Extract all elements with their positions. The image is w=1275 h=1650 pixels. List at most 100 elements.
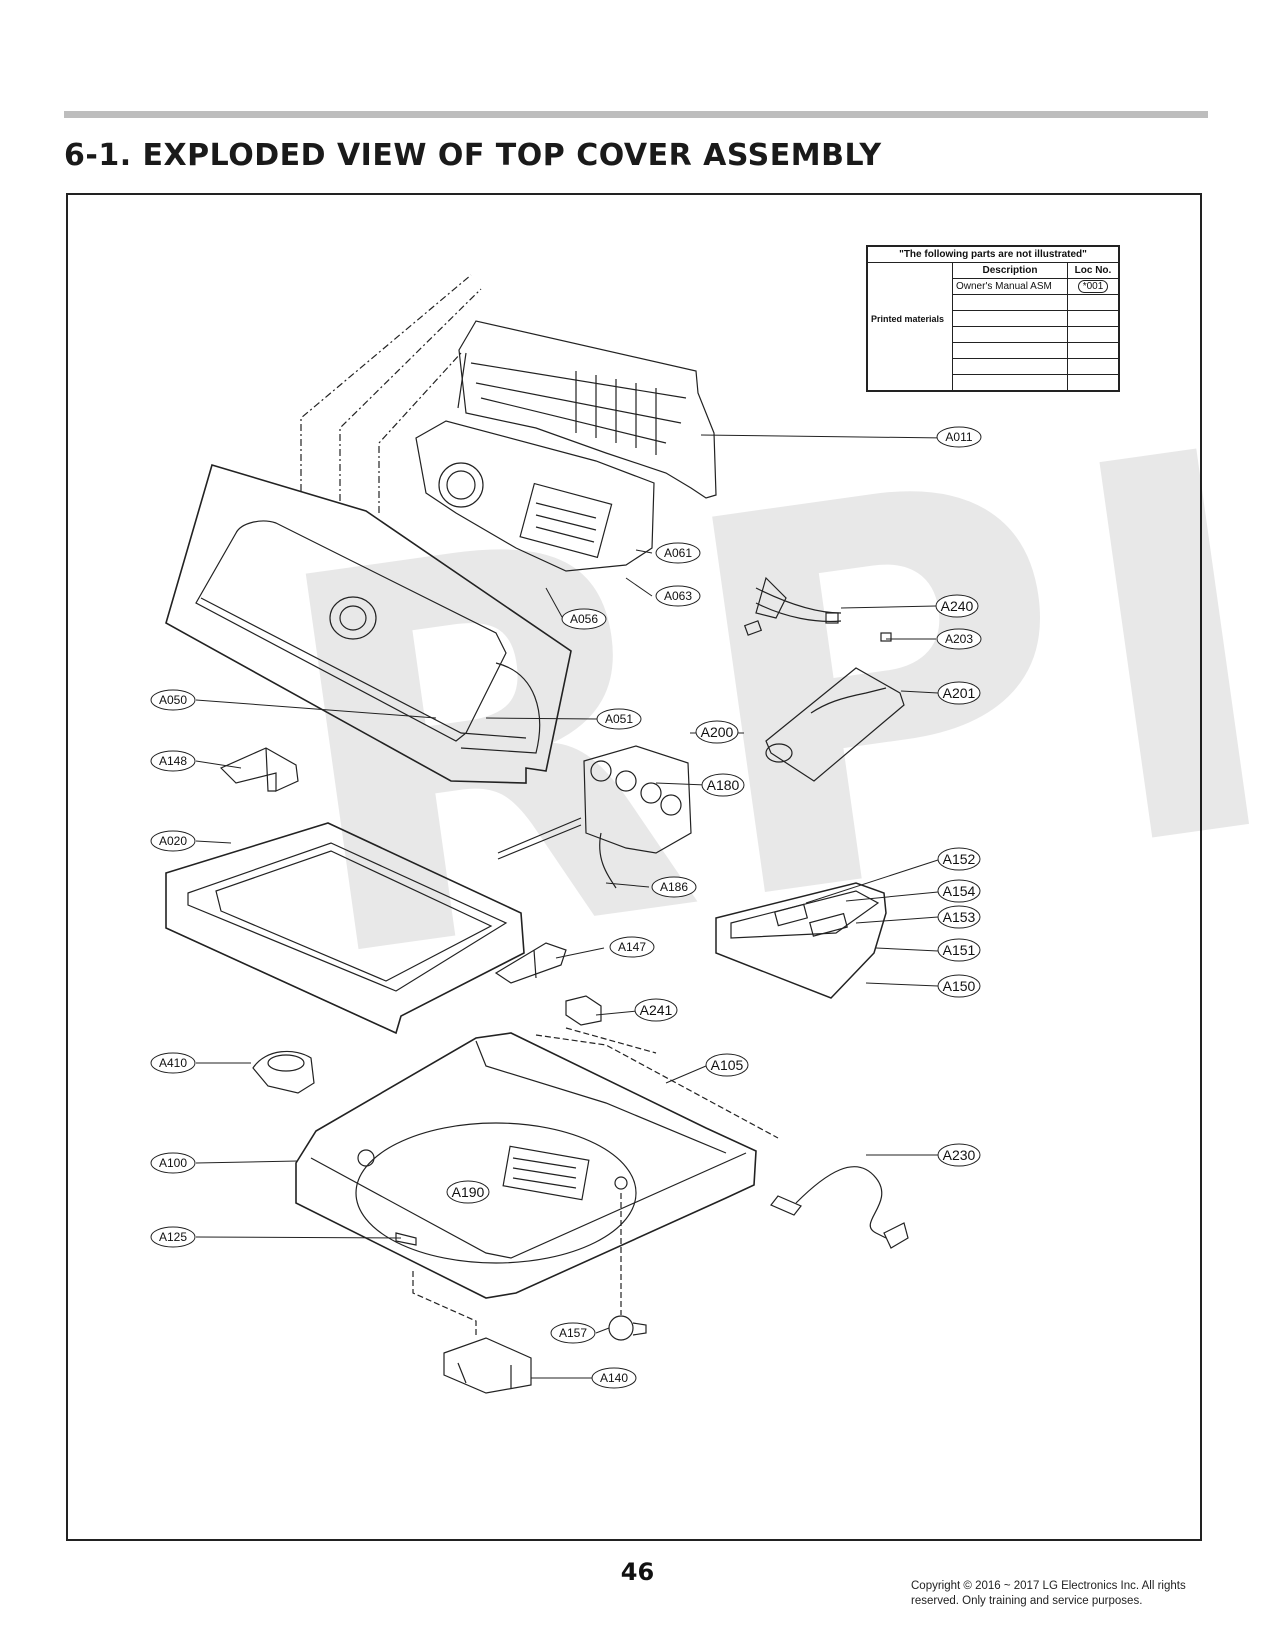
table-cell xyxy=(866,374,953,392)
table-cell xyxy=(952,310,1068,327)
callout-A125: A125 xyxy=(150,1226,196,1248)
drain-cap-part xyxy=(608,1193,647,1341)
not-illustrated-table: "The following parts are not illustrated… xyxy=(866,245,1120,392)
table-cell xyxy=(866,326,953,343)
callout-text: A201 xyxy=(943,685,976,701)
table-cell xyxy=(866,262,953,279)
exploded-view-diagram: A011 A061 A063 A056 A240 A203 A201 A200 … xyxy=(150,274,982,1394)
callout-A154: A154 xyxy=(937,879,981,903)
callout-A050: A050 xyxy=(150,689,196,711)
callout-A056: A056 xyxy=(561,608,607,630)
callout-text: A011 xyxy=(945,430,972,444)
diagram-frame xyxy=(66,193,1202,1541)
callout-text: A230 xyxy=(943,1147,976,1163)
callout-text: A051 xyxy=(605,712,633,726)
guide-line xyxy=(378,352,462,513)
callout-text: A151 xyxy=(943,942,976,958)
guide-line xyxy=(565,1027,657,1054)
callout-text: A157 xyxy=(559,1326,587,1340)
callout-text: A061 xyxy=(664,546,692,560)
description-cell: Owner's Manual ASM xyxy=(952,278,1068,295)
wire-harness-part xyxy=(743,576,892,642)
callout-A150: A150 xyxy=(937,974,981,998)
callout-text: A056 xyxy=(570,612,598,626)
callout-A140: A140 xyxy=(591,1367,637,1389)
callout-A240: A240 xyxy=(935,594,979,618)
loc-cell: *001 xyxy=(1067,278,1120,295)
callout-text: A063 xyxy=(664,589,692,603)
guide-line xyxy=(535,1034,779,1139)
callout-text: A140 xyxy=(600,1371,628,1385)
callout-text: A180 xyxy=(707,777,740,793)
table-cell xyxy=(1067,326,1120,343)
dispenser-part xyxy=(715,882,887,999)
bracket-part xyxy=(219,747,299,792)
callout-A020: A020 xyxy=(150,830,196,852)
callout-A180: A180 xyxy=(701,773,745,797)
control-pcb-part xyxy=(415,420,655,572)
table-cell xyxy=(952,374,1068,392)
table-cell xyxy=(952,358,1068,375)
callout-A152: A152 xyxy=(937,847,981,871)
callout-A063: A063 xyxy=(655,585,701,607)
callout-A011: A011 xyxy=(936,426,982,448)
callout-A153: A153 xyxy=(937,905,981,929)
table-cell xyxy=(952,342,1068,359)
hinge-part xyxy=(494,942,567,984)
callout-A203: A203 xyxy=(936,628,982,650)
description-header: Description xyxy=(952,262,1068,279)
callout-A051: A051 xyxy=(596,708,642,730)
switch-part xyxy=(565,995,602,1026)
top-cover-part xyxy=(295,1032,757,1299)
callout-text: A240 xyxy=(941,598,974,614)
callout-A061: A061 xyxy=(655,542,701,564)
lid-lock-part xyxy=(412,1271,532,1394)
bleach-inlet-part xyxy=(252,1050,315,1094)
callout-text: A147 xyxy=(618,940,646,954)
callout-A410: A410 xyxy=(150,1052,196,1074)
valve-part xyxy=(497,745,692,889)
callout-text: A148 xyxy=(159,754,187,768)
callout-A148: A148 xyxy=(150,750,196,772)
table-cell xyxy=(1067,310,1120,327)
guide-line xyxy=(300,274,472,491)
callout-A230: A230 xyxy=(937,1143,981,1167)
table-cell xyxy=(866,358,953,375)
table-cell xyxy=(1067,374,1120,392)
table-cell xyxy=(1067,294,1120,311)
callout-text: A150 xyxy=(943,978,976,994)
callout-text: A186 xyxy=(660,880,688,894)
callout-text: A100 xyxy=(159,1156,187,1170)
callout-text: A020 xyxy=(159,834,187,848)
callout-A190: A190 xyxy=(446,1180,490,1204)
copyright-notice: Copyright © 2016 ~ 2017 LG Electronics I… xyxy=(911,1580,1186,1607)
table-cell xyxy=(866,278,953,295)
callout-A157: A157 xyxy=(550,1322,596,1344)
power-cord-part xyxy=(770,1166,909,1249)
callout-text: A154 xyxy=(943,883,976,899)
rear-panel-part xyxy=(457,320,717,499)
callout-text: A190 xyxy=(452,1184,485,1200)
table-cell xyxy=(952,294,1068,311)
group-label: Printed materials xyxy=(866,310,953,327)
table-heading: "The following parts are not illustrated… xyxy=(866,245,1120,263)
callout-text: A105 xyxy=(711,1057,744,1073)
page-number: 46 xyxy=(620,1558,655,1586)
control-panel-part xyxy=(165,464,572,784)
callout-A186: A186 xyxy=(651,876,697,898)
callout-A100: A100 xyxy=(150,1152,196,1174)
leader-lines xyxy=(195,434,947,1379)
callout-A151: A151 xyxy=(937,938,981,962)
lid-part xyxy=(165,822,525,1035)
table-cell xyxy=(866,342,953,359)
page-title: 6-1. EXPLODED VIEW OF TOP COVER ASSEMBLY xyxy=(64,138,882,173)
callout-text: A203 xyxy=(945,632,973,646)
callout-A105: A105 xyxy=(705,1053,749,1077)
callout-text: A125 xyxy=(159,1230,187,1244)
loc-value: *001 xyxy=(1077,280,1109,293)
loc-header: Loc No. xyxy=(1067,262,1120,279)
callout-text: A050 xyxy=(159,693,187,707)
callout-A241: A241 xyxy=(634,998,678,1022)
callout-A147: A147 xyxy=(609,936,655,958)
header-rule xyxy=(64,111,1208,118)
